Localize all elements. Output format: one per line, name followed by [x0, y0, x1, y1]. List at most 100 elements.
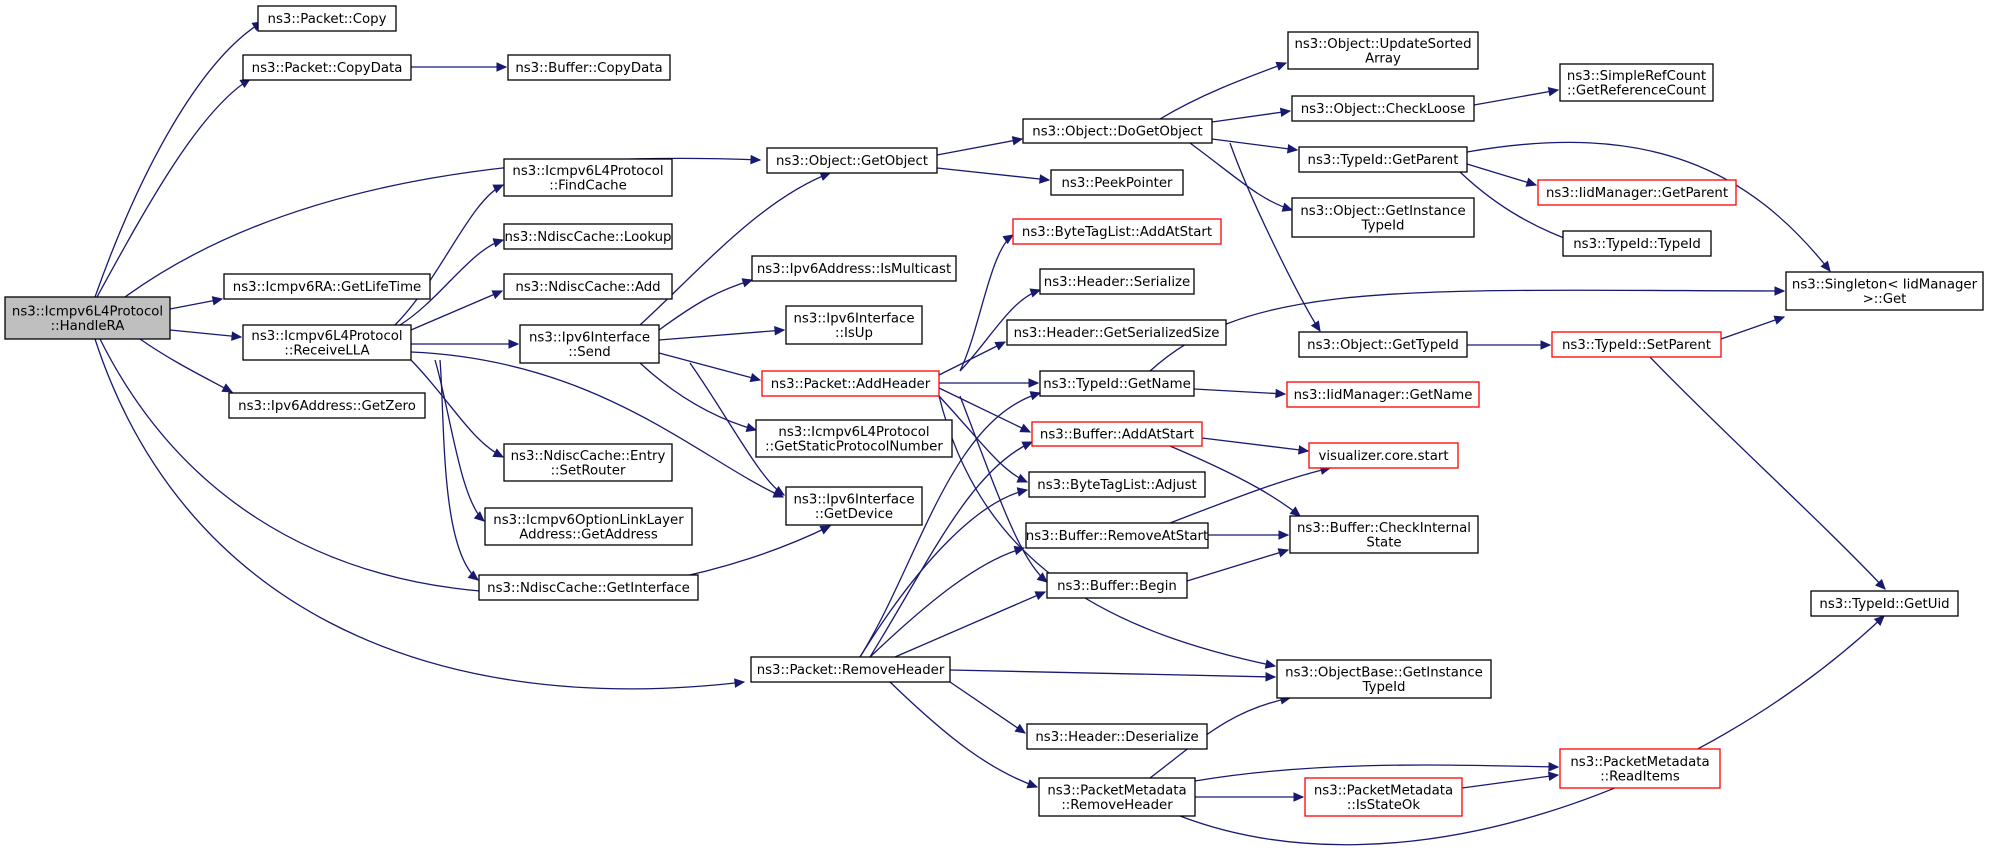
- node-label: ns3::TypeId::TypeId: [1573, 237, 1701, 252]
- arrowhead: [1036, 572, 1048, 583]
- node-box: [1286, 381, 1480, 408]
- node-getZero[interactable]: ns3::Ipv6Address::GetZero: [228, 392, 426, 419]
- node-lookup[interactable]: ns3::NdiscCache::Lookup: [503, 223, 673, 250]
- node-label: ns3::Singleton< IidManager: [1792, 277, 1978, 292]
- edge-removeHeader-to-hdrDeserialize: [949, 681, 1027, 734]
- arrowhead: [1310, 320, 1321, 333]
- node-tidGetName[interactable]: ns3::TypeId::GetName: [1039, 370, 1195, 397]
- node-label: ::RemoveHeader: [1061, 798, 1173, 813]
- edge-line: [658, 279, 753, 331]
- node-label: ns3::Ipv6Address::IsMulticast: [757, 262, 951, 277]
- node-tidSetParent[interactable]: ns3::TypeId::SetParent: [1551, 331, 1722, 358]
- node-bufRemoveAtStart[interactable]: ns3::Buffer::RemoveAtStart: [1025, 522, 1209, 549]
- node-tidTypeId[interactable]: ns3::TypeId::TypeId: [1562, 230, 1712, 257]
- node-hdrSerialize[interactable]: ns3::Header::Serialize: [1039, 268, 1195, 295]
- node-btlAddAtStart[interactable]: ns3::ByteTagList::AddAtStart: [1012, 218, 1222, 245]
- node-isMulticast[interactable]: ns3::Ipv6Address::IsMulticast: [751, 255, 957, 282]
- node-iidGetParent[interactable]: ns3::IidManager::GetParent: [1537, 179, 1737, 206]
- node-getStaticProto[interactable]: ns3::Icmpv6L4Protocol::GetStaticProtocol…: [755, 419, 953, 458]
- node-box: [785, 305, 923, 345]
- arrowhead: [1278, 530, 1290, 540]
- node-removeHeader[interactable]: ns3::Packet::RemoveHeader: [750, 656, 951, 683]
- edge-line: [1201, 437, 1309, 452]
- node-label: ns3::IidManager::GetParent: [1546, 186, 1728, 201]
- node-box: [257, 5, 397, 32]
- edge-handleRA-to-getDevice: [99, 338, 832, 594]
- node-hdrGetSerSize[interactable]: ns3::Header::GetSerializedSize: [1006, 319, 1227, 346]
- node-vizStart[interactable]: visualizer.core.start: [1308, 442, 1459, 469]
- node-pmIsStateOk[interactable]: ns3::PacketMetadata::IsStateOk: [1304, 777, 1463, 817]
- node-pmReadItems[interactable]: ns3::PacketMetadata::ReadItems: [1559, 748, 1721, 789]
- node-setRouter[interactable]: ns3::NdiscCache::Entry::SetRouter: [503, 443, 673, 482]
- node-label: ns3::NdiscCache::Entry: [511, 449, 666, 464]
- node-addHeader[interactable]: ns3::Packet::AddHeader: [761, 370, 940, 397]
- node-box: [484, 507, 693, 546]
- node-ifSend[interactable]: ns3::Ipv6Interface::Send: [519, 324, 660, 364]
- edge-doGetObject-to-objGetInstTid: [1189, 142, 1294, 212]
- node-findCache[interactable]: ns3::Icmpv6L4Protocol::FindCache: [503, 158, 673, 197]
- edge-line: [1194, 764, 1559, 782]
- arrowhead: [1028, 378, 1040, 388]
- node-doGetObject[interactable]: ns3::Object::DoGetObject: [1022, 118, 1213, 144]
- edge-line: [936, 167, 1050, 181]
- node-btlAdjust[interactable]: ns3::ByteTagList::Adjust: [1028, 471, 1206, 498]
- node-getDevice[interactable]: ns3::Ipv6Interface::GetDevice: [785, 486, 923, 526]
- node-tidGetUid[interactable]: ns3::TypeId::GetUid: [1810, 590, 1959, 617]
- edge-line: [936, 138, 1023, 156]
- node-isUp[interactable]: ns3::Ipv6Interface::IsUp: [785, 305, 923, 345]
- node-box: [503, 273, 673, 300]
- arrowhead: [1013, 545, 1026, 556]
- edge-line: [1193, 388, 1286, 395]
- node-objGetTid[interactable]: ns3::Object::GetTypeId: [1298, 331, 1468, 358]
- node-box: [1012, 218, 1222, 245]
- node-singletonGet[interactable]: ns3::Singleton< IidManager >::Get: [1785, 271, 1984, 311]
- node-getLifeTime[interactable]: ns3::Icmpv6RA::GetLifeTime: [223, 273, 431, 300]
- edge-line: [410, 359, 504, 458]
- edge-line: [1189, 142, 1293, 211]
- arrowhead: [492, 184, 505, 194]
- arrowhead: [1026, 779, 1039, 789]
- node-label: ns3::Header::GetSerializedSize: [1014, 326, 1220, 341]
- node-optGetAddr[interactable]: ns3::Icmpv6OptionLinkLayerAddress::GetAd…: [484, 507, 693, 546]
- arrowhead: [1547, 86, 1560, 97]
- node-label: ns3::Icmpv6RA::GetLifeTime: [233, 280, 421, 295]
- edge-line: [689, 362, 785, 496]
- node-label: ns3::Icmpv6L4Protocol: [12, 304, 163, 319]
- node-bufCopyData[interactable]: ns3::Buffer::CopyData: [507, 54, 671, 81]
- arrowhead: [745, 422, 758, 433]
- node-label: TypeId: [1362, 680, 1406, 695]
- node-label: ::GetStaticProtocolNumber: [765, 439, 943, 454]
- node-label: ns3::Ipv6Interface: [794, 311, 915, 326]
- node-getRefCount[interactable]: ns3::SimpleRefCount::GetReferenceCount: [1559, 63, 1714, 102]
- node-box: [751, 255, 957, 282]
- node-label: ns3::TypeId::GetName: [1043, 377, 1191, 392]
- node-iidGetName[interactable]: ns3::IidManager::GetName: [1286, 381, 1480, 408]
- edge-addHeader-to-hdrSerialize: [959, 288, 1042, 372]
- edge-removeHeader-to-tidGetName: [859, 391, 1042, 658]
- node-getObject[interactable]: ns3::Object::GetObject: [766, 147, 938, 174]
- node-pmRemoveHeader[interactable]: ns3::PacketMetadata::RemoveHeader: [1038, 777, 1196, 817]
- node-peekPointer[interactable]: ns3::PeekPointer: [1050, 169, 1184, 196]
- node-pktCopy[interactable]: ns3::Packet::Copy: [257, 5, 397, 32]
- node-label: ns3::Buffer::CheckInternal: [1297, 521, 1471, 536]
- node-hdrDeserialize[interactable]: ns3::Header::Deserialize: [1026, 723, 1208, 750]
- node-bufAddAtStart[interactable]: ns3::Buffer::AddAtStart: [1031, 421, 1203, 447]
- node-bufBegin[interactable]: ns3::Buffer::Begin: [1046, 572, 1188, 599]
- node-checkLoose[interactable]: ns3::Object::CheckLoose: [1291, 95, 1475, 122]
- edge-removeHeader-to-bufAddAtStart: [869, 441, 1034, 658]
- edge-bufRemoveAtStart-to-checkInternal: [1208, 530, 1290, 540]
- node-ndAdd[interactable]: ns3::NdiscCache::Add: [503, 273, 673, 300]
- node-receiveLLA[interactable]: ns3::Icmpv6L4Protocol::ReceiveLLA: [242, 324, 412, 361]
- node-ndGetIface[interactable]: ns3::NdiscCache::GetInterface: [478, 574, 699, 601]
- node-label: ns3::Header::Serialize: [1044, 275, 1190, 290]
- node-pktCopyData[interactable]: ns3::Packet::CopyData: [242, 54, 412, 81]
- node-tidGetParent[interactable]: ns3::TypeId::GetParent: [1298, 146, 1468, 173]
- arrowhead: [1297, 445, 1310, 455]
- node-handleRA[interactable]: ns3::Icmpv6L4Protocol::HandleRA: [4, 296, 171, 340]
- edge-line: [1649, 356, 1886, 590]
- arrowhead: [1548, 762, 1560, 772]
